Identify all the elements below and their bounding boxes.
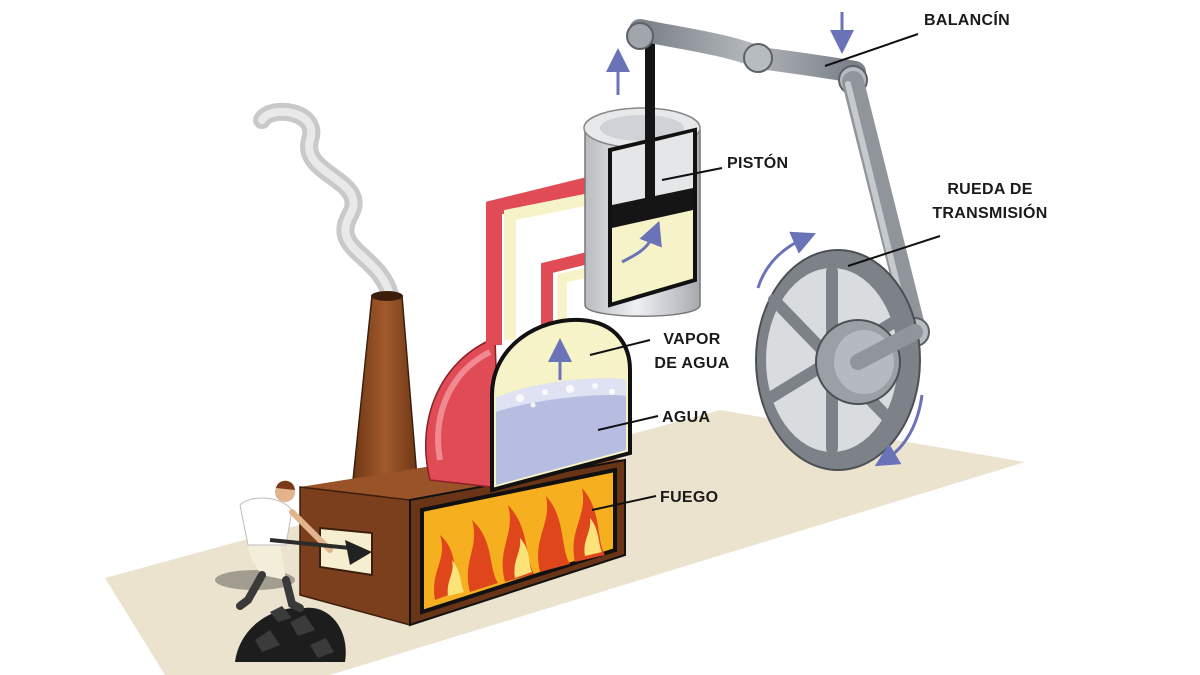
label-piston: PISTÓN	[727, 153, 788, 172]
bubbles	[516, 383, 615, 408]
coal-pile-icon	[235, 606, 346, 662]
direction-arrow-icon	[756, 231, 817, 289]
label-balancin: BALANCÍN	[924, 10, 1010, 29]
label-vapor-line1: VAPOR	[663, 331, 720, 348]
steam-pipe-lower	[541, 249, 602, 330]
leader-fuego	[591, 495, 657, 511]
leader-piston	[661, 167, 723, 181]
water-level	[496, 378, 626, 485]
direction-arrow-icon	[874, 394, 924, 467]
steam-push-arrow	[621, 220, 662, 264]
leader-vapor	[589, 339, 651, 356]
leader-rueda	[847, 235, 941, 267]
label-agua: AGUA	[662, 409, 710, 426]
flywheel	[755, 249, 923, 471]
boiler-dome	[425, 336, 501, 489]
label-vapor-line2: DE AGUA	[654, 355, 729, 372]
leader-agua	[597, 415, 659, 431]
chimney	[351, 295, 419, 491]
leader-balancin	[824, 33, 919, 67]
firebox-door	[319, 526, 373, 577]
label-rueda-line2: TRANSMISIÓN	[932, 203, 1047, 222]
connecting-rod	[842, 71, 926, 341]
label-rueda-line1: RUEDA DE	[947, 181, 1032, 198]
steam-pipe-upper	[486, 174, 602, 345]
stoker-figure-icon	[215, 480, 372, 612]
beam-pivot	[626, 22, 654, 50]
label-fuego: FUEGO	[660, 489, 718, 506]
